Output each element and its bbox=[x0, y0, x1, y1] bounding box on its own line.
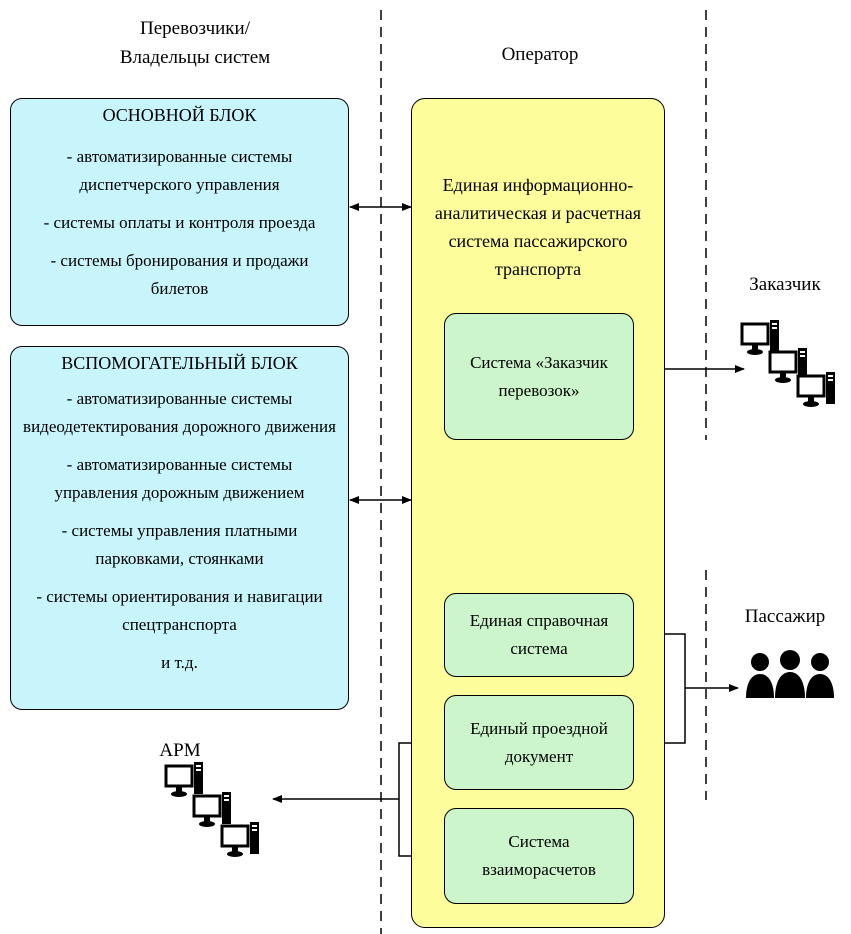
computer-icon-group-customer bbox=[740, 320, 835, 407]
auxiliary-block-item: - системы ориентирования и навигации спе… bbox=[36, 587, 323, 634]
computer-icon bbox=[796, 372, 835, 407]
computer-icon bbox=[220, 822, 259, 857]
computer-icon-group-arm bbox=[164, 762, 259, 857]
auxiliary-block-item: - системы управления платными парковками… bbox=[61, 521, 298, 568]
settlement-system-label: Система взаиморасчетов bbox=[482, 832, 596, 879]
auxiliary-block-item: - автоматизированные системы управления … bbox=[54, 455, 305, 502]
operator-heading: Оператор bbox=[501, 44, 579, 65]
customer-heading: Заказчик bbox=[749, 274, 821, 295]
main-block-item: - системы оплаты и контроля проезда bbox=[43, 213, 316, 232]
main-block-title: ОСНОВНОЙ БЛОК bbox=[102, 105, 257, 125]
computer-icon bbox=[740, 320, 779, 355]
auxiliary-block-item: и т.д. bbox=[161, 653, 198, 672]
carriers-heading: Перевозчики/ Владельцы систем bbox=[119, 18, 271, 68]
customer-system-label: Система «Заказчик перевозок» bbox=[470, 352, 608, 400]
people-icon bbox=[746, 650, 834, 698]
main-block-item: - автоматизированные системы диспетчерск… bbox=[66, 147, 293, 194]
auxiliary-block: ВСПОМОГАТЕЛЬНЫЙ БЛОК - автоматизированны… bbox=[10, 346, 349, 710]
settlement-system-box: Система взаиморасчетов bbox=[444, 808, 634, 904]
auxiliary-block-item: - автоматизированные системы видеодетект… bbox=[23, 389, 336, 436]
reference-system-box: Единая справочная система bbox=[444, 593, 634, 677]
main-block: ОСНОВНОЙ БЛОК - автоматизированные систе… bbox=[10, 98, 349, 326]
operator-system-box: Единая информационно-аналитическая и рас… bbox=[411, 98, 665, 928]
reference-system-label: Единая справочная система bbox=[469, 611, 609, 658]
computer-icon bbox=[192, 792, 231, 827]
main-block-item: - системы бронирования и продажи билетов bbox=[50, 251, 309, 298]
computer-icon bbox=[164, 762, 203, 797]
auxiliary-block-title: ВСПОМОГАТЕЛЬНЫЙ БЛОК bbox=[61, 353, 298, 373]
operator-system-title: Единая информационно-аналитическая и рас… bbox=[434, 175, 642, 279]
passenger-heading: Пассажир bbox=[744, 606, 826, 627]
customer-system-box: Система «Заказчик перевозок» bbox=[444, 313, 634, 440]
computer-icon bbox=[768, 348, 807, 383]
travel-document-label: Единый проездной документ bbox=[470, 718, 608, 766]
travel-document-box: Единый проездной документ bbox=[444, 695, 634, 790]
arm-heading: АРМ bbox=[159, 740, 201, 761]
